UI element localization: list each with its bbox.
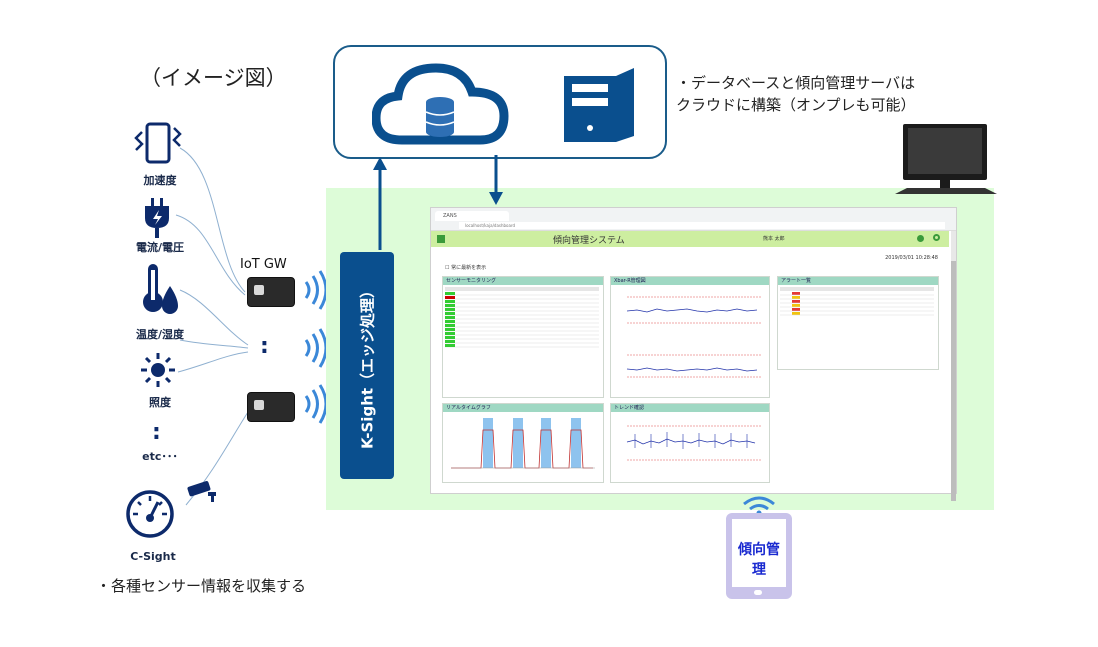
gateway-label: IoT GW <box>240 257 287 272</box>
sensor-label-acceleration: 加速度 <box>143 174 177 187</box>
cloud-caption-line1: ・データベースと傾向管理サーバは <box>676 74 916 92</box>
sensor-table <box>445 287 599 348</box>
xbar-r-chart <box>626 296 761 378</box>
iot-gateway-device <box>247 392 295 422</box>
auto-refresh-checkbox[interactable]: ☐ 常に最新を表示 <box>445 265 487 271</box>
app-user: 熊本 太郎 <box>763 236 785 242</box>
panel-sensor-monitoring: センサーモニタリング <box>442 276 604 398</box>
app-window: ZANS localhost/kaja/dashboard 傾向管理システム 熊… <box>430 207 957 501</box>
trend-chart <box>626 425 761 461</box>
sensor-label-temp-humidity: 温度/湿度 <box>135 328 185 341</box>
ksight-edge-box: K-Sight（エッジ処理） <box>340 252 394 479</box>
cloud-caption-line2: クラウドに構築（オンプレも可能） <box>676 96 916 114</box>
tablet-home-button <box>754 590 762 595</box>
refresh-icon[interactable] <box>933 234 940 241</box>
gauge-icon <box>126 490 174 538</box>
cloud-caption: ・データベースと傾向管理サーバは クラウドに構築（オンプレも可能） <box>676 72 916 116</box>
tablet-label: 傾向管理 <box>738 542 780 578</box>
app-header: 傾向管理システム 熊本 太郎 <box>431 231 949 247</box>
address-bar[interactable]: localhost/kaja/dashboard <box>459 222 945 229</box>
panel-title: センサーモニタリング <box>443 277 603 285</box>
panel-alert-list: アラート一覧 <box>777 276 939 370</box>
panel-title: リアルタイムグラフ <box>443 404 603 412</box>
panel-trend: トレンド確認 <box>610 403 770 483</box>
sensor-dots: : <box>152 420 161 445</box>
tablet-device: 傾向管理 <box>726 513 792 599</box>
panel-realtime: リアルタイムグラフ <box>442 403 604 483</box>
sensor-label-illuminance: 照度 <box>149 396 171 409</box>
sun-icon <box>141 353 175 387</box>
thermometer-drop-icon <box>143 264 178 314</box>
desktop-monitor-icon <box>895 124 997 194</box>
scrollbar-thumb[interactable] <box>951 261 956 501</box>
user-icon[interactable] <box>917 235 924 242</box>
plug-icon <box>145 198 169 238</box>
panel-title: Xbar-R管理図 <box>611 277 769 285</box>
sensor-label-etc: etc･･･ <box>142 450 178 463</box>
caption-bottom: ・各種センサー情報を収集する <box>96 577 307 595</box>
sensor-label-current-voltage: 電流/電圧 <box>135 241 185 254</box>
browser-bar: ZANS localhost/kaja/dashboard <box>431 208 956 231</box>
gateway-dots: : <box>260 334 269 359</box>
auto-refresh-label: 常に最新を表示 <box>451 265 487 271</box>
ksight-label: K-Sight（エッジ処理） <box>358 282 377 449</box>
panel-xbar-r: Xbar-R管理図 <box>610 276 770 398</box>
browser-tab[interactable]: ZANS <box>435 211 509 221</box>
panel-title: アラート一覧 <box>778 277 938 285</box>
scrollbar[interactable] <box>951 231 956 501</box>
panel-title: トレンド確認 <box>611 404 769 412</box>
cloud-database-icon <box>372 63 509 145</box>
camera-icon <box>187 481 216 502</box>
app-datetime: 2019/03/01 10:28:48 <box>885 255 938 261</box>
server-icon <box>564 68 634 142</box>
alert-table <box>780 287 934 316</box>
menu-icon[interactable] <box>437 235 445 243</box>
tablet-screen: 傾向管理 <box>732 519 786 587</box>
caption-top: （イメージ図） <box>140 66 287 90</box>
arrows <box>373 155 503 250</box>
app-title: 傾向管理システム <box>553 236 625 246</box>
iot-gateway-device <box>247 277 295 307</box>
sensor-label-csight: C-Sight <box>130 550 176 563</box>
vibration-phone-icon <box>134 122 182 164</box>
realtime-chart <box>451 418 595 469</box>
